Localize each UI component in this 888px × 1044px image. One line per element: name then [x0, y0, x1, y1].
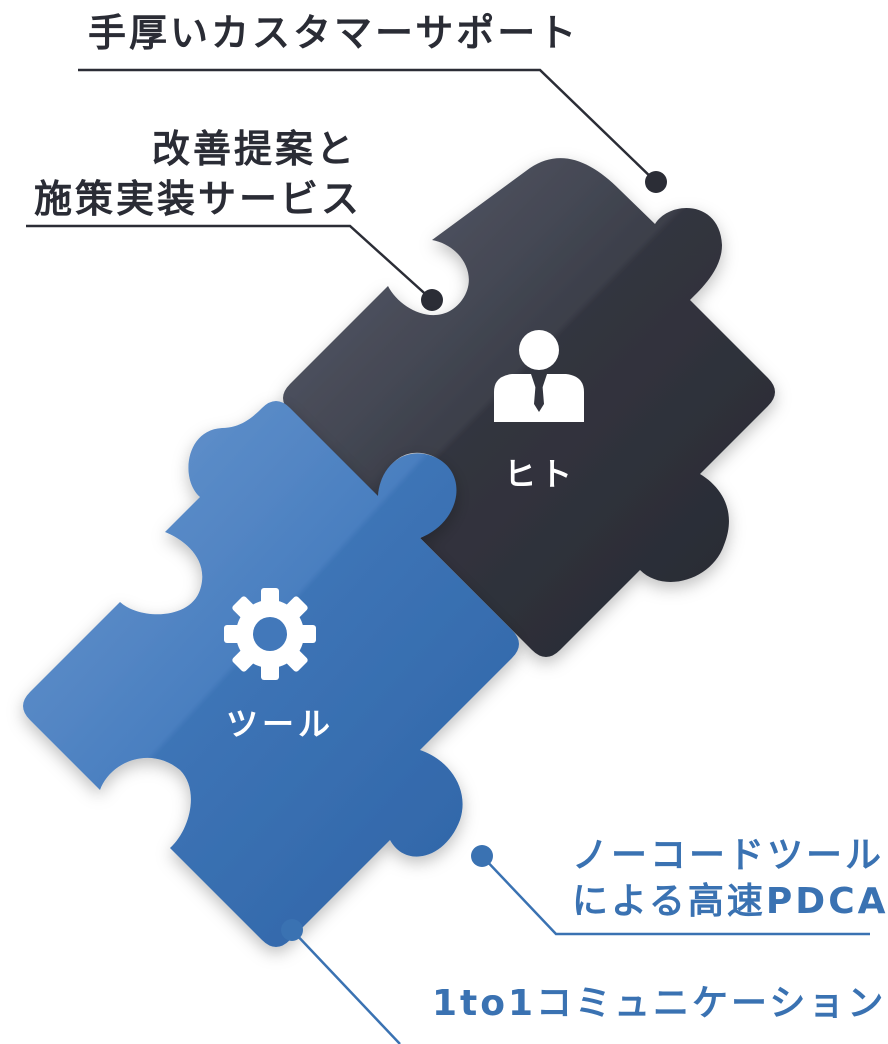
label-nocode-line2: による高速PDCA — [572, 881, 888, 922]
gear-icon — [224, 588, 316, 680]
label-nocode-line1: ノーコードツール — [572, 835, 885, 876]
leader-support — [78, 68, 667, 193]
piece-label-hito: ヒト — [504, 455, 577, 493]
leader-nocode — [471, 845, 870, 936]
label-proposal-line1: 改善提案と — [152, 127, 358, 171]
leader-proposal — [26, 224, 443, 311]
leader-communication — [281, 919, 401, 1044]
label-proposal-line2: 施策実装サービス — [34, 177, 363, 221]
label-communication: 1to1コミュニケーション — [432, 983, 887, 1024]
label-support: 手厚いカスタマーサポート — [88, 11, 580, 55]
piece-label-tool: ツール — [226, 705, 335, 743]
person-icon — [494, 330, 584, 422]
